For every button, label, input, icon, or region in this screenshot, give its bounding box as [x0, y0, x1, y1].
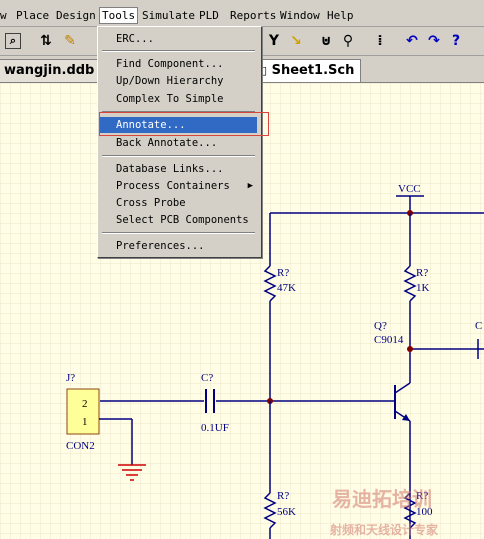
- transistor-q1[interactable]: Q? C9014: [374, 320, 411, 539]
- q-ref: Q?: [374, 320, 387, 332]
- wand-icon[interactable]: ✎: [64, 33, 76, 49]
- menu-item-complex-to-simple[interactable]: Complex To Simple: [116, 93, 224, 105]
- r1-ref: R?: [277, 267, 289, 279]
- sheet-icon: ▯: [261, 64, 268, 77]
- edge-c-label: C: [475, 320, 482, 332]
- r2-value: 1K: [416, 282, 430, 294]
- menu-separator: [102, 50, 255, 52]
- menu-item-back-annotate[interactable]: Back Annotate...: [116, 137, 218, 149]
- connector-j1[interactable]: 2 1 J? CON2: [66, 372, 100, 452]
- menu-pld[interactable]: PLD: [199, 9, 219, 22]
- menu-item-erc[interactable]: ERC...: [116, 33, 154, 45]
- pin-icon[interactable]: Y: [268, 33, 280, 49]
- j-ref: J?: [66, 372, 75, 384]
- up-down-hierarchy-icon[interactable]: ⇅: [40, 33, 52, 49]
- redo-icon[interactable]: ↷: [428, 33, 440, 49]
- resistor-r1[interactable]: R? 47K: [263, 213, 296, 401]
- resistor-r4[interactable]: R? 100: [403, 490, 433, 529]
- help-icon[interactable]: ?: [451, 33, 461, 49]
- watermark-subtitle: 射频和天线设计专家: [330, 523, 439, 537]
- r3-value: 56K: [277, 506, 296, 518]
- tab-sheet[interactable]: ▯ Sheet1.Sch: [254, 59, 362, 82]
- c-value: 0.1UF: [201, 422, 229, 434]
- submenu-arrow-icon: ▶: [247, 181, 253, 191]
- tab-project[interactable]: wangjin.ddb: [0, 59, 102, 82]
- menu-bar: w Place Design Tools Simulate PLD Report…: [0, 0, 484, 27]
- junction-collector: [407, 346, 413, 352]
- menu-help[interactable]: Help: [327, 9, 354, 22]
- align-icon[interactable]: ⁞: [377, 33, 383, 49]
- menu-item-find-component[interactable]: Find Component...: [116, 58, 224, 70]
- r4-ref: R?: [416, 490, 428, 502]
- resistor-r3[interactable]: R? 56K: [263, 401, 296, 539]
- menu-item-select-pcb-components[interactable]: Select PCB Components: [116, 214, 249, 226]
- zoom-icon[interactable]: ⌕: [5, 33, 21, 49]
- c-ref: C?: [201, 372, 213, 384]
- probe-icon[interactable]: ⚲: [342, 33, 354, 49]
- menu-item-process-containers[interactable]: Process Containers ▶: [100, 178, 257, 194]
- capacitor-c1[interactable]: C? 0.1UF: [201, 372, 229, 434]
- menu-place[interactable]: Place: [16, 9, 50, 22]
- pin-2-label: 2: [82, 398, 88, 410]
- r1-value: 47K: [277, 282, 296, 294]
- vcc-symbol[interactable]: VCC: [396, 183, 424, 213]
- menu-separator: [102, 155, 255, 157]
- arrow-icon[interactable]: ↘: [290, 33, 302, 49]
- menu-item-process-containers-label: Process Containers: [116, 180, 230, 192]
- q-value: C9014: [374, 334, 404, 346]
- r4-value: 100: [416, 506, 433, 518]
- vcc-label: VCC: [398, 183, 421, 195]
- menu-window[interactable]: Window: [280, 9, 320, 22]
- undo-icon[interactable]: ↶: [406, 33, 418, 49]
- menu-item-up-down-hierarchy[interactable]: Up/Down Hierarchy: [116, 75, 224, 87]
- pin-1-label: 1: [82, 416, 88, 428]
- menu-item-annotate[interactable]: Annotate...: [100, 117, 257, 133]
- menu-reports[interactable]: Reports: [230, 9, 277, 22]
- watermark-title: 易迪拓培训: [332, 487, 432, 511]
- menu-design[interactable]: Design: [56, 9, 96, 22]
- menu-simulate[interactable]: Simulate: [142, 9, 195, 22]
- tools-menu: ERC... Find Component... Up/Down Hierarc…: [97, 26, 262, 258]
- ground-symbol: [118, 464, 146, 481]
- menu-item-cross-probe[interactable]: Cross Probe: [116, 197, 186, 209]
- annotate-highlight-box: [99, 112, 269, 136]
- menu-item-preferences[interactable]: Preferences...: [116, 240, 205, 252]
- menu-view[interactable]: w: [0, 9, 7, 22]
- menu-item-database-links[interactable]: Database Links...: [116, 163, 224, 175]
- mirror-icon[interactable]: ⊍: [320, 33, 332, 49]
- r3-ref: R?: [277, 490, 289, 502]
- menu-tools[interactable]: Tools: [99, 7, 139, 24]
- menu-separator: [102, 232, 255, 234]
- resistor-r2[interactable]: R? 1K: [403, 213, 430, 383]
- r2-ref: R?: [416, 267, 428, 279]
- tab-sheet-label: Sheet1.Sch: [271, 63, 355, 78]
- j-value: CON2: [66, 440, 95, 452]
